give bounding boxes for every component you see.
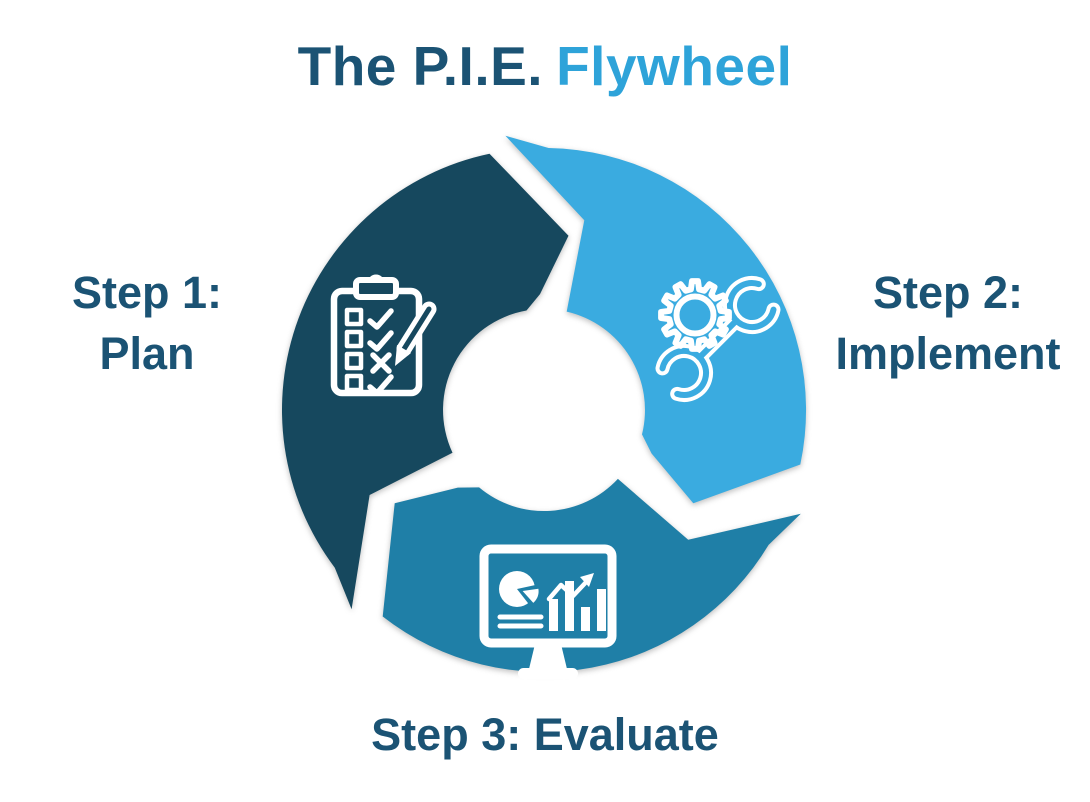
gear-wrench-icon [655,276,781,402]
gear-outline [658,278,732,352]
step-3-label: Step 3: Evaluate [0,704,1090,765]
step-3-name: Evaluate [533,709,719,760]
title-accent-part: Flywheel [556,35,793,97]
step-1-label: Step 1: Plan [18,262,276,384]
clipboard-checklist-icon [330,274,437,397]
flywheel-segment-plan [282,153,569,610]
step-3-number: Step 3: [371,709,522,760]
step-1-name: Plan [99,328,195,379]
dashboard-monitor-icon [479,544,617,679]
step-2-name: Implement [835,328,1061,379]
step-1-number: Step 1: [71,267,223,318]
step-2-number: Step 2: [872,267,1024,318]
step-2-label: Step 2: Implement [810,262,1086,384]
title-dark-part: The P.I.E. [297,35,544,97]
flywheel-segment-implement [505,135,807,504]
page-title: The P.I.E.Flywheel [0,34,1090,98]
